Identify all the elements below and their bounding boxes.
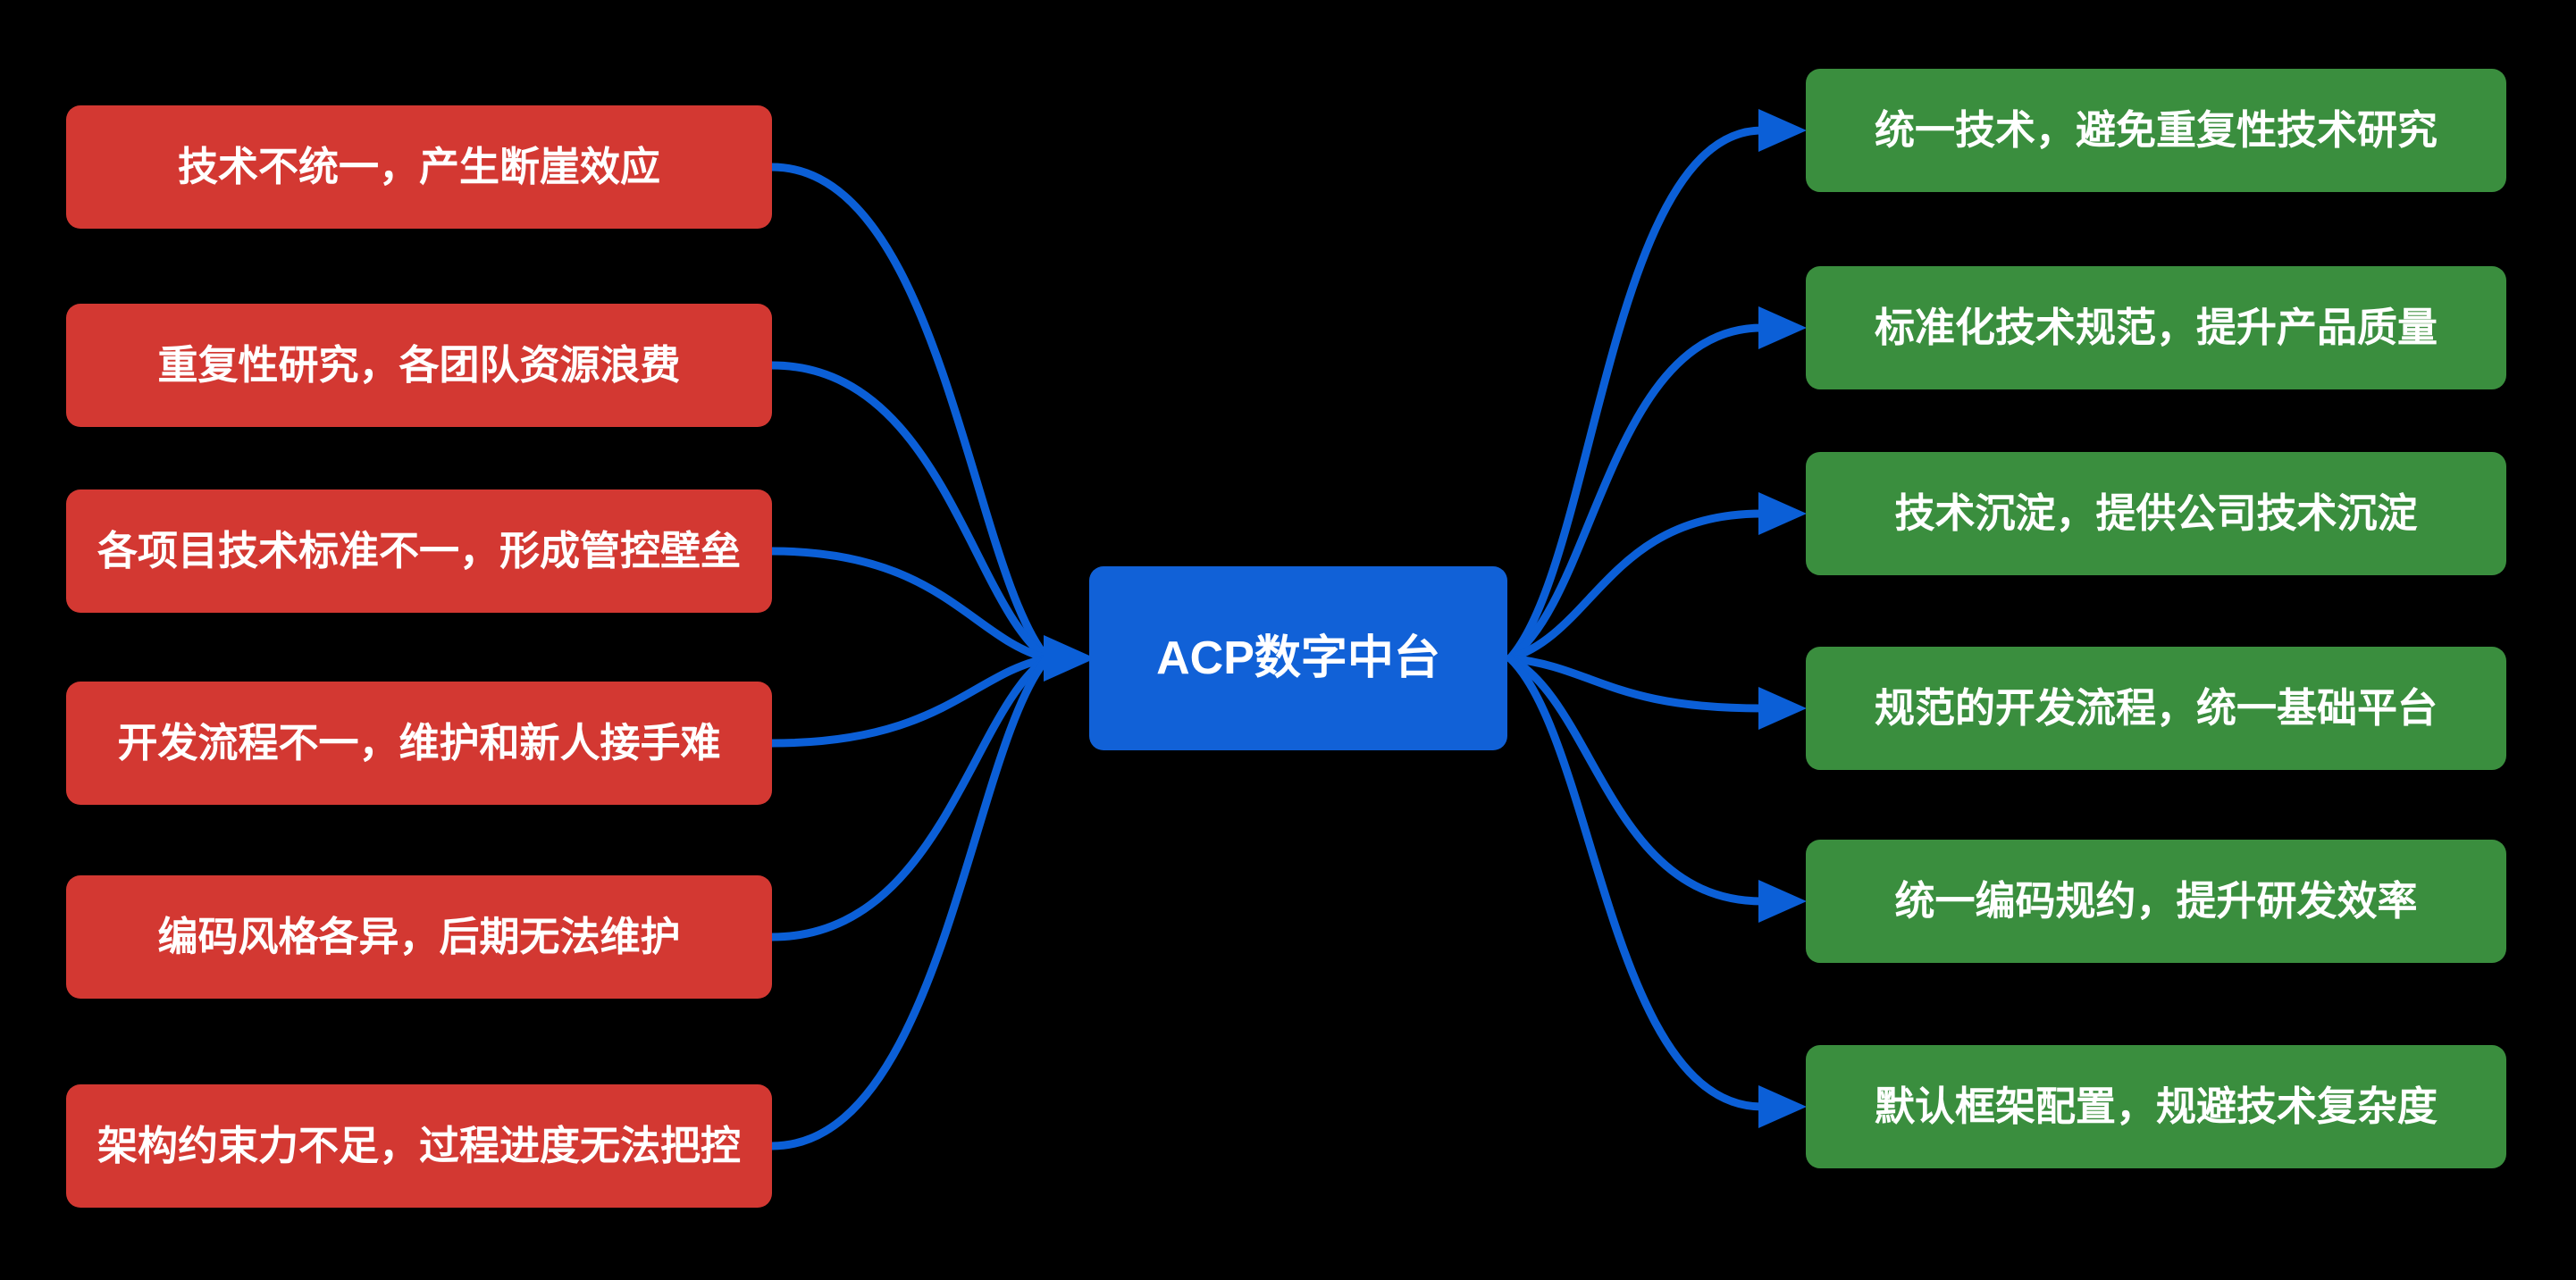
arrowhead-icon [1758,492,1807,535]
connector-curve [768,361,1052,663]
benefit-node-4[interactable]: 规范的开发流程，统一基础平台 [1806,647,2506,770]
problem-node-2[interactable]: 重复性研究，各团队资源浪费 [66,304,772,427]
benefit-node-2[interactable]: 标准化技术规范，提升产品质量 [1806,266,2506,389]
connector-curve [1506,509,1766,663]
problem-node-5[interactable]: 编码风格各异，后期无法维护 [66,875,772,999]
problem-node-4[interactable]: 开发流程不一，维护和新人接手难 [66,682,772,805]
connector-curve [1506,654,1766,906]
connector-curve [768,654,1052,748]
problem-node-1[interactable]: 技术不统一，产生断崖效应 [66,105,772,229]
problem-node-6[interactable]: 架构约束力不足，过程进度无法把控 [66,1084,772,1208]
connector-curve [768,654,1052,941]
arrowhead-icon [1758,687,1807,730]
connector-curve [768,547,1052,663]
connector-curve [1506,654,1766,713]
benefit-node-1[interactable]: 统一技术，避免重复性技术研究 [1806,69,2506,192]
connector-curve [768,654,1052,1150]
arrowhead-icon [1758,109,1807,152]
arrowhead-icon [1758,880,1807,923]
benefit-node-3[interactable]: 技术沉淀，提供公司技术沉淀 [1806,452,2506,575]
arrowhead-icon [1758,1085,1807,1128]
arrowhead-icon [1758,306,1807,349]
problem-node-3[interactable]: 各项目技术标准不一，形成管控壁垒 [66,489,772,613]
connector-curve [1506,126,1766,663]
center-node[interactable]: ACP数字中台 [1089,566,1507,750]
arrowhead-icon [1044,635,1095,682]
benefit-node-6[interactable]: 默认框架配置，规避技术复杂度 [1806,1045,2506,1168]
connector-curve [768,163,1052,663]
benefit-node-5[interactable]: 统一编码规约，提升研发效率 [1806,840,2506,963]
connector-curve [1506,323,1766,663]
connector-curve [1506,654,1766,1111]
